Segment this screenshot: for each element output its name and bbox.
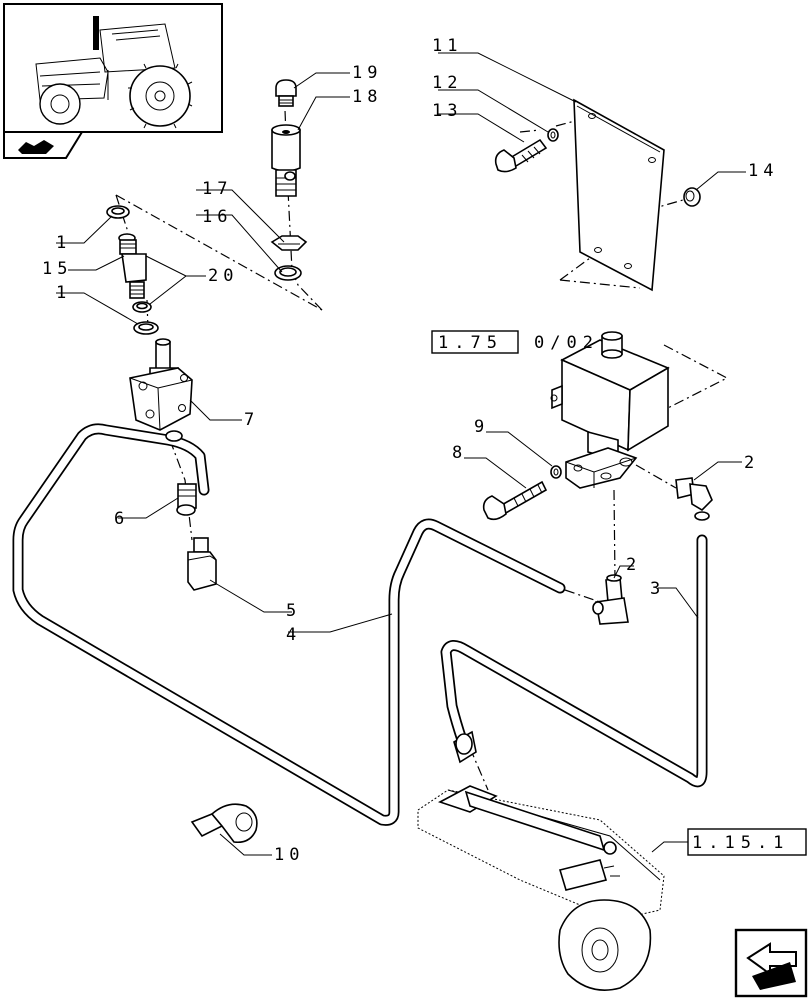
- elbow-fitting-2-upper: [675, 477, 713, 521]
- label-1a: 1: [56, 233, 71, 253]
- o-ring-20: [132, 301, 152, 313]
- label-6: 6: [114, 509, 129, 529]
- label-17: 17: [202, 179, 232, 199]
- hose-end-fitting: [453, 730, 477, 764]
- label-12: 12: [432, 73, 462, 93]
- label-2b: 2: [626, 555, 641, 575]
- block-7: [129, 338, 193, 442]
- washer-1b: [133, 321, 159, 335]
- leader-lines: [56, 52, 746, 856]
- washer-12: [547, 128, 559, 142]
- washer-1a: [106, 205, 130, 219]
- pipe-4: [12, 423, 566, 826]
- label-19: 19: [352, 63, 382, 83]
- label-9: 9: [474, 417, 489, 437]
- plug-19: [275, 79, 297, 107]
- valve-ref-suffix-text: 0/02: [534, 333, 599, 353]
- label-5: 5: [286, 601, 301, 621]
- tractor-thumbnail-icon: [3, 3, 223, 133]
- label-4: 4: [286, 625, 301, 645]
- valve-reference[interactable]: 1.75 0/02: [431, 330, 599, 354]
- clip-10: [190, 803, 258, 844]
- nut-17: [270, 235, 308, 251]
- section-flag-icon: [3, 131, 84, 159]
- washer-9: [550, 465, 562, 479]
- next-page-arrow-icon[interactable]: [734, 928, 808, 998]
- elbow-fitting-2-lower: [592, 574, 629, 625]
- washer-16: [274, 265, 302, 281]
- screw-13: [494, 138, 548, 173]
- adapter-15: [118, 233, 147, 299]
- label-13: 13: [432, 101, 462, 121]
- label-7: 7: [244, 410, 259, 430]
- pipe-3: [440, 534, 708, 788]
- hitch-arm: [417, 785, 665, 991]
- nut-14: [683, 187, 701, 207]
- label-1b: 1: [56, 283, 71, 303]
- bolt-8: [482, 480, 548, 521]
- label-16: 16: [202, 207, 232, 227]
- label-10: 10: [274, 845, 304, 865]
- label-3: 3: [650, 579, 665, 599]
- label-14: 14: [748, 161, 778, 181]
- label-15: 15: [42, 259, 72, 279]
- valve-ref-box-text: 1.75: [438, 333, 503, 353]
- hitch-reference[interactable]: 1.15.1: [687, 828, 807, 856]
- bracket-plate-11: [573, 98, 665, 292]
- sensor-5: [187, 537, 217, 591]
- label-8: 8: [452, 443, 467, 463]
- connector-6: [176, 483, 197, 516]
- label-2a: 2: [744, 453, 759, 473]
- solenoid-valve: [550, 331, 670, 489]
- hitch-ref-box-text: 1.15.1: [692, 833, 789, 853]
- label-20: 20: [208, 266, 238, 286]
- label-18: 18: [352, 87, 382, 107]
- part-number-labels: 11 12 13 14 19 18 17 16 1 15 1 20 7 6 5 …: [42, 36, 778, 865]
- label-11: 11: [432, 36, 462, 56]
- union-18: [271, 124, 301, 197]
